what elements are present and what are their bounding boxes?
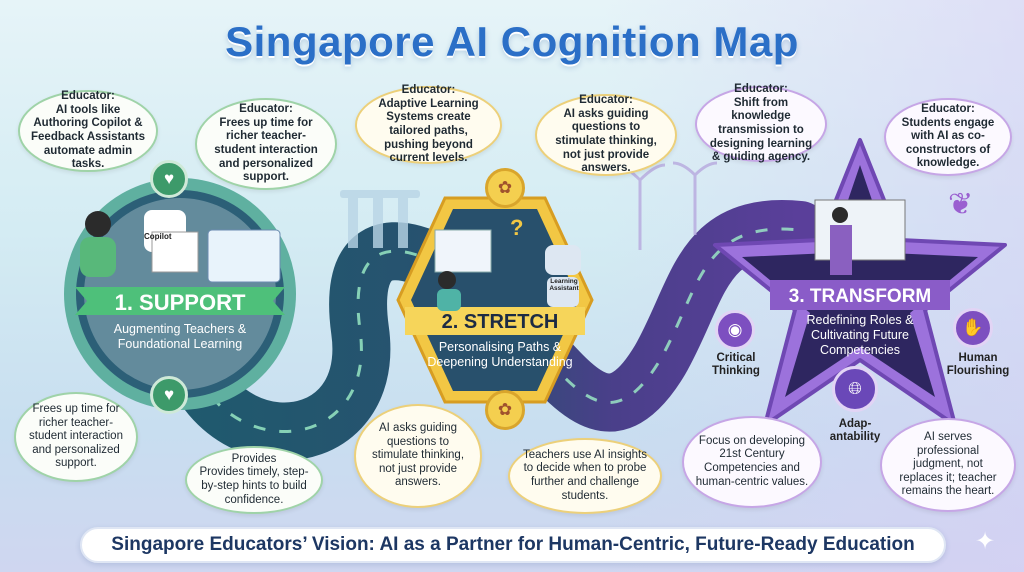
stage-transform-subtitle: Redefining Roles & Cultivating Future Co… xyxy=(806,313,914,357)
globe-icon: 🌐︎ xyxy=(832,366,878,412)
stage-stretch-subtitle: Personalising Paths & Deepening Understa… xyxy=(427,340,573,369)
footer-text: Singapore Educators’ Vision: AI as a Par… xyxy=(111,534,915,555)
page-title: Singapore AI Cognition Map xyxy=(225,18,799,65)
speech-bubble: Educator:AI tools like Authoring Copilot… xyxy=(18,90,158,172)
heart-hand-icon: ♥ xyxy=(150,160,188,198)
footer-banner: Singapore Educators’ Vision: AI as a Par… xyxy=(80,527,946,563)
speech-bubble: Focus on developing 21st Century Compete… xyxy=(682,416,822,508)
stage-stretch-title: 2. STRETCH xyxy=(441,311,559,333)
brain-growth-icon: ✿ xyxy=(485,168,525,208)
stage-support-title: 1. SUPPORT xyxy=(114,290,246,315)
stage-stretch-hexagon: ? xyxy=(396,196,594,404)
speech-bubble: Educator:Students engage with AI as co-c… xyxy=(884,98,1012,176)
human-flourishing-icon: ✋ xyxy=(953,308,993,348)
speech-bubble: Educator:Frees up time for richer teache… xyxy=(195,98,337,190)
speech-bubble: AI asks guiding questions to stimulate t… xyxy=(354,404,482,508)
speech-bubble: Educator:Adaptive Learning Systems creat… xyxy=(355,84,502,164)
copilot-badge: Copilot xyxy=(144,232,172,241)
stage-transform-title: 3. TRANSFORM xyxy=(788,286,932,307)
speech-bubble: Teachers use AI insights to decide when … xyxy=(508,438,662,514)
speech-bubble: Educator:Shift from knowledge transmissi… xyxy=(695,83,827,163)
speech-bubble: AI serves professional judgment, not rep… xyxy=(880,418,1016,512)
critical-thinking-label: Critical Thinking xyxy=(712,352,760,378)
stage-support-subtitle: Augmenting Teachers & Foundational Learn… xyxy=(113,322,247,351)
stage-transform-star xyxy=(713,138,1007,427)
butterfly-icon: ❦ xyxy=(948,188,974,221)
speech-bubble: Educator:AI asks guiding questions to st… xyxy=(535,94,677,176)
svg-text:?: ? xyxy=(510,215,523,240)
sparkle-icon: ✦ xyxy=(975,528,996,555)
brain-growth-icon: ✿ xyxy=(485,390,525,430)
human-flourishing-label: Human Flourishing xyxy=(946,352,1010,378)
stage-support-circle xyxy=(64,178,296,410)
learning-assistant-badge: Learning Assistant xyxy=(549,278,579,293)
heart-hand-icon: ♥ xyxy=(150,376,188,414)
critical-thinking-icon: ◉ xyxy=(715,310,755,350)
adaptability-label: Adap- antability xyxy=(829,418,881,444)
speech-bubble: Frees up time for richer teacher-student… xyxy=(14,392,138,482)
